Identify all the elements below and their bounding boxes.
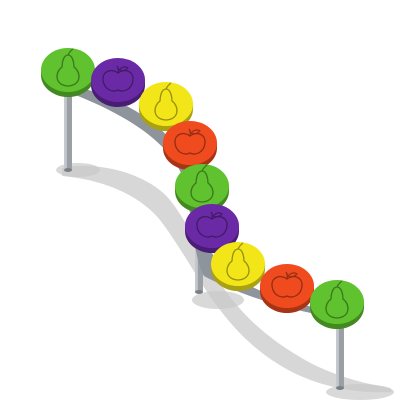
post-shadow bbox=[56, 163, 100, 177]
pear-icon bbox=[56, 54, 80, 87]
pad-top bbox=[310, 280, 364, 324]
beam bbox=[68, 84, 340, 318]
support-post bbox=[64, 82, 72, 172]
pear-icon bbox=[190, 170, 214, 203]
support-posts bbox=[64, 82, 344, 390]
apple-icon bbox=[174, 132, 206, 155]
pad-top bbox=[211, 242, 265, 286]
support-beam bbox=[68, 84, 340, 318]
pad-top bbox=[175, 164, 229, 208]
stepping-pad-pear bbox=[139, 82, 193, 131]
stepping-pad-apple bbox=[91, 58, 145, 107]
pear-icon bbox=[325, 286, 349, 319]
stepping-pad-pear bbox=[211, 242, 265, 291]
pad-top bbox=[41, 48, 95, 92]
pear-icon bbox=[226, 248, 250, 281]
apple-icon bbox=[271, 275, 303, 298]
stepping-pad-pear bbox=[310, 280, 364, 329]
stepping-pad-pear bbox=[175, 164, 229, 213]
stepping-pad-pear bbox=[41, 48, 95, 97]
apple-icon bbox=[102, 69, 134, 92]
support-post bbox=[336, 312, 344, 390]
pad-top bbox=[185, 204, 239, 248]
stepping-pad-apple bbox=[260, 264, 314, 313]
pad-top bbox=[260, 264, 314, 308]
pad-top bbox=[163, 121, 217, 165]
pad-top bbox=[139, 82, 193, 126]
pad-top bbox=[91, 58, 145, 102]
apple-icon bbox=[196, 215, 228, 238]
post-shadow bbox=[192, 291, 244, 309]
stepping-pad-apple bbox=[163, 121, 217, 170]
stepping-pad-apple bbox=[185, 204, 239, 253]
stepping-pads bbox=[41, 48, 364, 329]
pear-icon bbox=[154, 88, 178, 121]
support-post bbox=[195, 238, 203, 294]
